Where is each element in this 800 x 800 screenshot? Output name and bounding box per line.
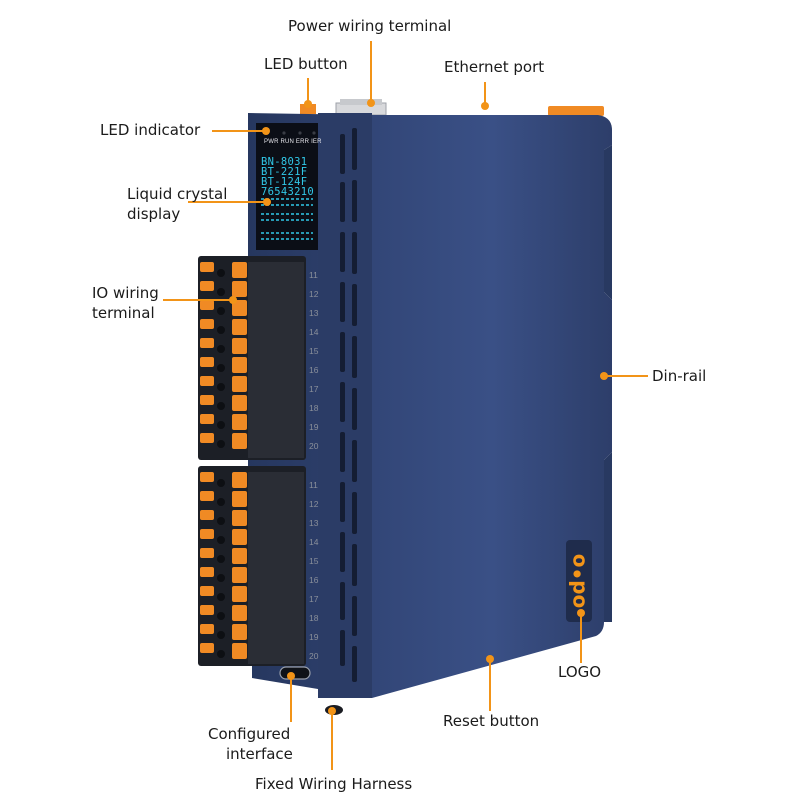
vent-slots [340, 128, 357, 682]
lcd-line-1: BN-8031 [261, 156, 308, 168]
callout-io-terminal-line2: terminal [92, 304, 155, 322]
pin-number: 18 [309, 403, 319, 413]
pin-number: 18 [309, 613, 319, 623]
callout-lcd-line2: display [127, 205, 181, 223]
lcd-line-3: BT-124F [261, 176, 308, 188]
callout-dots [229, 99, 608, 715]
logo-plate: od•o [566, 540, 592, 622]
pin-number: 17 [309, 384, 319, 394]
pin-number: 14 [309, 537, 319, 547]
callout-leaders [163, 41, 648, 770]
pin-number: 17 [309, 594, 319, 604]
power-wiring-terminal-block [335, 99, 387, 116]
lcd-panel [256, 123, 318, 250]
housing-side [372, 115, 612, 698]
lcd-line-2: BT-221F [261, 166, 308, 178]
callout-led-indicator: LED indicator [100, 121, 201, 139]
pin-number: 12 [309, 289, 319, 299]
callout-ethernet-port: Ethernet port [444, 58, 545, 76]
callout-config-interface-line1: Configured [208, 725, 291, 743]
callout-lcd-line1: Liquid crystal [127, 185, 228, 203]
pin-number: 16 [309, 365, 319, 375]
callout-config-interface-line2: interface [226, 745, 293, 763]
pin-number: 13 [309, 518, 319, 528]
svg-text:od•o: od•o [566, 554, 590, 609]
pin-number: 19 [309, 632, 319, 642]
callout-logo: LOGO [558, 663, 602, 681]
pin-number: 19 [309, 422, 319, 432]
led-button-body [300, 104, 316, 114]
led-indicator-captions: PWR RUN ERR IER [264, 139, 322, 145]
pin-number: 16 [309, 575, 319, 585]
callout-din-rail: Din-rail [652, 367, 707, 385]
lcd-line-4: 76543210 [261, 186, 314, 198]
pin-number: 20 [309, 651, 319, 661]
callout-led-button: LED button [264, 55, 348, 73]
callout-fixed-wiring-harness: Fixed Wiring Harness [255, 775, 413, 793]
io-terminal-lower [198, 466, 306, 666]
pin-number: 11 [309, 270, 318, 280]
callout-power-wiring-terminal: Power wiring terminal [288, 17, 452, 35]
pin-number: 12 [309, 499, 319, 509]
pin-number: 15 [309, 346, 319, 356]
pin-number: 15 [309, 556, 319, 566]
pin-number: 20 [309, 441, 319, 451]
ethernet-port-body [548, 106, 604, 116]
callout-io-terminal-line1: IO wiring [92, 284, 159, 302]
configured-interface-port [279, 666, 311, 680]
pin-number: 13 [309, 308, 319, 318]
pin-number: 11 [309, 480, 318, 490]
pin-number: 14 [309, 327, 319, 337]
callout-reset-button: Reset button [443, 712, 540, 730]
io-terminal-upper [198, 256, 306, 460]
